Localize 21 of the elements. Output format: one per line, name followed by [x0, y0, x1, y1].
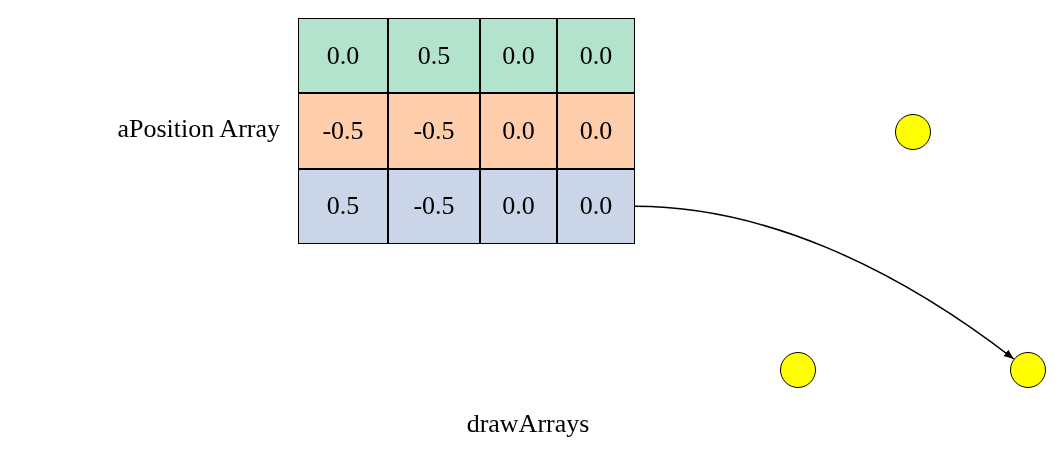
circle-marker [780, 352, 816, 388]
table-cell: 0.0 [557, 93, 635, 169]
table-cell: 0.0 [557, 18, 635, 94]
circle-marker [1010, 352, 1046, 388]
circle-marker [895, 114, 931, 150]
diagram-label: drawArrays [466, 409, 590, 439]
table-cell: -0.5 [298, 93, 388, 169]
table-row [298, 168, 635, 244]
table-cell: 0.0 [298, 18, 388, 94]
table-title: aPosition Array [117, 114, 280, 144]
table-cell: -0.5 [388, 93, 480, 169]
arrow [634, 205, 1015, 360]
table-cell: 0.5 [298, 168, 388, 244]
table-cell: 0.0 [557, 168, 635, 244]
table-cell: 0.0 [480, 18, 557, 94]
table-cell: 0.0 [480, 93, 557, 169]
table-cell: -0.5 [388, 168, 480, 244]
table-row [298, 93, 635, 169]
table-cell: 0.5 [388, 18, 480, 94]
table-row [298, 18, 635, 94]
table-cell: 0.0 [480, 168, 557, 244]
